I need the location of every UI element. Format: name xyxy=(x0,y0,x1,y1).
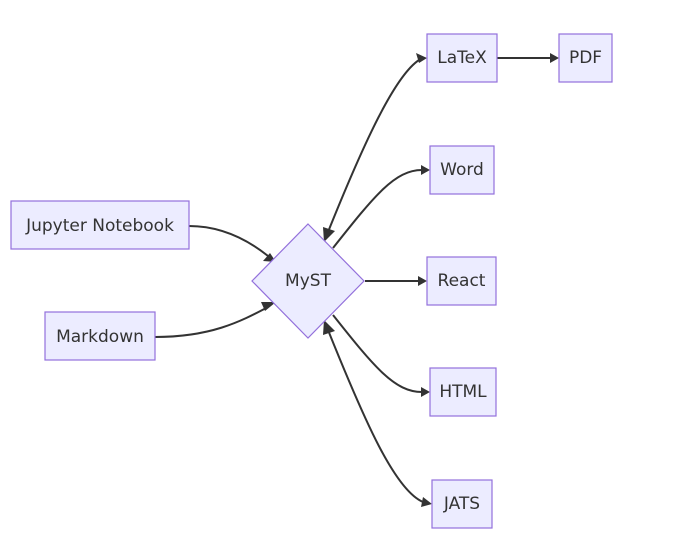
node-label-latex: LaTeX xyxy=(437,48,487,68)
node-label-jupyter-notebook: Jupyter Notebook xyxy=(25,216,174,236)
node-html: HTML xyxy=(429,367,497,417)
node-react: React xyxy=(426,256,497,306)
arrowhead-myst-end-latex xyxy=(323,227,335,242)
edges xyxy=(154,53,559,507)
node-latex: LaTeX xyxy=(426,33,498,83)
node-word: Word xyxy=(429,145,495,195)
arrowhead-latex-to-pdf xyxy=(550,53,559,63)
arrowhead-myst-to-react xyxy=(418,276,427,286)
node-label-myst: MyST xyxy=(285,271,332,291)
node-markdown: Markdown xyxy=(44,311,156,361)
node-jupyter-notebook: Jupyter Notebook xyxy=(10,200,190,250)
node-label-word: Word xyxy=(440,160,484,180)
node-label-markdown: Markdown xyxy=(56,327,144,347)
edge-myst-latex xyxy=(327,59,420,233)
node-label-jats: JATS xyxy=(443,494,480,514)
arrowhead-myst-to-word xyxy=(421,165,430,175)
node-label-react: React xyxy=(438,271,486,291)
nodes: Jupyter Notebook Markdown MyST LaTeX PDF… xyxy=(10,33,613,529)
node-label-html: HTML xyxy=(439,382,487,402)
arrowhead-myst-end-jats xyxy=(323,320,335,335)
arrowhead-myst-to-html xyxy=(421,387,430,397)
edge-myst-to-word xyxy=(332,169,423,249)
edge-markdown-to-myst xyxy=(154,306,269,338)
node-label-pdf: PDF xyxy=(569,48,602,68)
arrowhead-markdown-to-myst xyxy=(261,302,276,311)
edge-myst-to-html xyxy=(332,314,423,393)
node-myst: MyST xyxy=(251,223,365,339)
edge-myst-jats xyxy=(327,329,424,503)
arrowhead-jats-end xyxy=(421,497,432,507)
node-jats: JATS xyxy=(431,479,493,529)
arrowhead-latex-end xyxy=(416,53,427,63)
node-pdf: PDF xyxy=(558,33,613,83)
edge-jupyter-to-myst xyxy=(188,225,269,257)
